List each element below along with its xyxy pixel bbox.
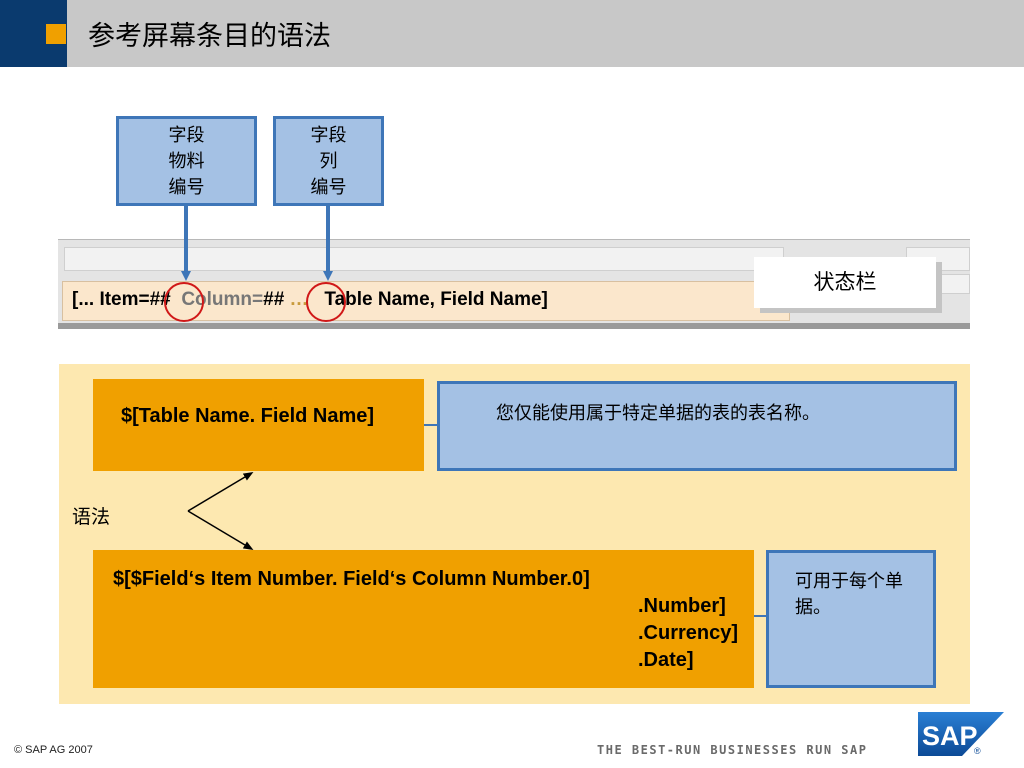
item-column-syntax-line: $[$Field‘s Item Number. Field‘s Column N… — [113, 568, 590, 590]
item-label: [... Item= — [72, 289, 150, 310]
column-hash: ## — [263, 289, 285, 310]
column-hash-highlight-circle — [306, 282, 346, 322]
field-box-item-number: 字段 物料 编号 — [116, 116, 257, 206]
table-field-label: Table Name, Field Name] — [324, 289, 548, 310]
field-box-line: 列 — [319, 151, 338, 172]
table-field-note-box — [437, 381, 957, 471]
item-column-syntax-line: .Currency] — [638, 622, 739, 644]
item-hash-highlight-circle — [164, 282, 204, 322]
status-line-text: [... Item=## Column=## … Table Name, Fie… — [72, 289, 548, 311]
table-field-syntax: $[Table Name. Field Name] — [121, 405, 375, 427]
field-box-line: 字段 — [310, 125, 347, 146]
item-column-syntax-line: .Date] — [638, 649, 694, 671]
field-box-line: 字段 — [168, 125, 205, 146]
item-column-note-box — [766, 550, 936, 688]
status-bar-box: 状态栏 — [754, 257, 936, 308]
table-field-note: 您仅能使用属于特定单据的表的表名称。 — [496, 403, 820, 424]
copyright: © SAP AG 2007 — [14, 744, 93, 756]
header-bar — [0, 0, 1024, 67]
field-box-line: 编号 — [310, 177, 347, 198]
ellipsis: … — [289, 289, 309, 310]
sap-logo-mark: ® — [974, 746, 981, 756]
sap-logo-text: SAP — [922, 721, 978, 751]
strip-input-field — [64, 247, 784, 271]
page-title: 参考屏幕条目的语法 — [88, 21, 331, 52]
item-column-syntax-box — [93, 550, 754, 688]
syntax-label: 语法 — [72, 506, 111, 528]
field-box-line: 编号 — [168, 177, 205, 198]
tagline: THE BEST-RUN BUSINESSES RUN SAP — [597, 743, 868, 757]
field-box-line: 物料 — [168, 151, 205, 172]
table-field-syntax-box — [93, 379, 424, 471]
field-box-column-number: 字段 列 编号 — [273, 116, 384, 206]
status-strip-divider — [58, 323, 970, 329]
sap-logo-icon: SAP ® — [918, 712, 1004, 756]
header-square-icon — [46, 24, 66, 44]
item-column-syntax-line: .Number] — [638, 595, 726, 617]
item-column-note: 可用于每个单据。 — [795, 571, 903, 618]
